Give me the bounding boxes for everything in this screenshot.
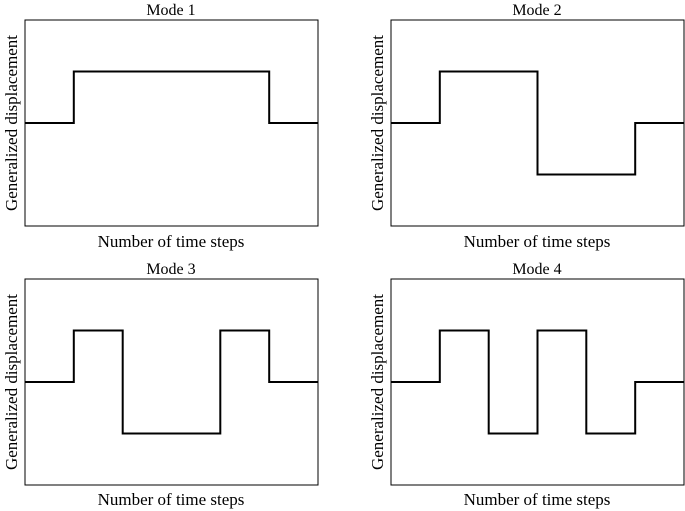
mode-trace [25,329,318,435]
panel-title: Mode 2 [512,2,561,19]
panel-title: Mode 4 [512,261,561,278]
x-axis-label: Number of time steps [464,232,611,251]
panel-mode-1: Mode 1 Number of time steps Generalized … [2,2,319,251]
x-axis-label: Number of time steps [98,490,245,509]
y-axis-label: Generalized displacement [2,35,21,211]
mode-trace [391,329,684,435]
panel-mode-4: Mode 4 Number of time steps Generalized … [368,261,685,509]
panel-title: Mode 1 [146,2,195,19]
y-axis-label: Generalized displacement [2,294,21,470]
x-axis-label: Number of time steps [464,490,611,509]
panel-mode-3: Mode 3 Number of time steps Generalized … [2,261,319,509]
panel-title: Mode 3 [146,261,195,278]
mode-trace [391,70,684,176]
y-axis-label: Generalized displacement [368,35,387,211]
y-axis-label: Generalized displacement [368,294,387,470]
mode-trace [25,70,318,124]
panel-mode-2: Mode 2 Number of time steps Generalized … [368,2,685,251]
x-axis-label: Number of time steps [98,232,245,251]
